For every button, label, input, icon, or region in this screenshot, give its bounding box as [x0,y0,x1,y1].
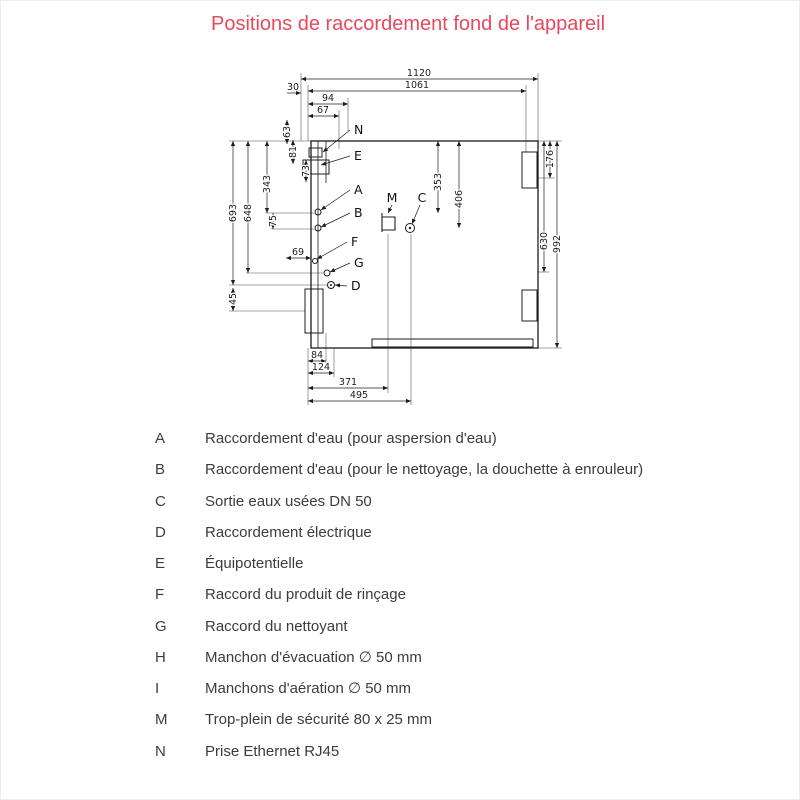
point-g-marker [323,269,331,277]
point-label-b: B [354,205,363,220]
point-a-marker [314,208,322,216]
legend-item-i: I Manchons d'aération ∅ 50 mm [155,679,669,699]
dimension-lines [230,76,560,404]
point-label-c: C [418,190,427,205]
legend-label: Manchons d'aération ∅ 50 mm [205,680,412,697]
dim-label-45: 45 [228,293,239,305]
legend-item-b: B Raccordement d'eau (pour le nettoyage,… [155,460,669,480]
ethernet-port-shape [308,147,323,158]
legend-key: A [155,430,166,447]
legend-key: C [155,492,166,510]
point-label-g: G [354,255,364,270]
technical-drawing-svg: 1120 1061 30 94 67 69 84 124 371 495 63 … [227,67,565,405]
point-label-f: F [351,234,358,249]
legend-key: G [155,617,167,635]
legend-list: A Raccordement d'eau (pour aspersion d'e… [155,429,669,773]
dim-label-81: 81 [288,146,299,158]
legend-item-h: H Manchon d'évacuation ∅ 50 mm [155,648,669,668]
connection-points [312,208,415,289]
legend-item-e: E Équipotentielle [155,554,669,574]
extension-lines [229,73,562,405]
legend-item-f: F Raccord du produit de rinçage [155,585,669,605]
point-c-marker [405,223,415,233]
legend-label: Prise Ethernet RJ45 [205,742,340,760]
dim-label-1061: 1061 [405,80,429,91]
bottom-left-box [304,288,324,334]
legend-label: Sortie eaux usées DN 50 [205,492,372,510]
point-b-marker [314,224,322,232]
dim-label-1120: 1120 [407,68,431,79]
legend-key: F [155,586,165,604]
legend-label: Trop-plein de sécurité 80 x 25 mm [205,711,433,729]
page-title: Positions de raccordement fond de l'appa… [211,13,606,35]
dim-label-648: 648 [243,204,254,222]
legend-label: Raccord du produit de rinçage [205,586,406,604]
point-label-a: A [354,182,363,197]
legend-key: I [155,680,160,697]
legend-item-a: A Raccordement d'eau (pour aspersion d'e… [155,429,669,449]
dim-label-693: 693 [228,204,239,222]
leader-lines [316,129,421,288]
dim-label-63: 63 [282,126,293,138]
dim-label-84: 84 [311,350,323,361]
dim-label-69: 69 [292,247,304,258]
dim-label-630: 630 [539,232,550,250]
bracket-top-right [521,151,538,189]
point-label-n: N [354,122,363,137]
dim-label-176: 176 [545,150,556,168]
legend-item-n: N Prise Ethernet RJ45 [155,742,669,762]
appliance-outline [302,140,539,349]
point-c-dot [408,226,412,230]
legend-key: H [155,648,166,666]
legend-label: Manchon d'évacuation ∅ 50 mm [205,648,422,666]
appliance-body [310,140,539,349]
bracket-bottom-right [521,289,538,322]
dim-label-73: 73 [301,165,312,177]
dim-label-371: 371 [339,377,357,388]
dim-label-94: 94 [322,93,334,104]
legend-label: Raccord du nettoyant [205,617,348,635]
legend-item-g: G Raccord du nettoyant [155,617,669,637]
legend-key: M [155,711,168,729]
point-label-e: E [354,148,362,163]
point-d-marker [327,281,335,289]
legend-item-m: M Trop-plein de sécurité 80 x 25 mm [155,710,669,730]
dimension-labels: 1120 1061 30 94 67 69 84 124 371 495 63 … [227,67,565,403]
dim-label-495: 495 [350,390,368,401]
point-f-marker [312,258,318,264]
legend-label: Raccordement d'eau (pour aspersion d'eau… [205,430,497,447]
legend-label: Raccordement d'eau (pour le nettoyage, l… [205,461,644,479]
point-labels: N E A B F G D M C [351,122,427,293]
legend-item-c: C Sortie eaux usées DN 50 [155,492,669,512]
dim-label-75: 75 [268,215,279,227]
dim-label-30: 30 [287,82,299,93]
legend-key: D [155,523,166,541]
legend-label: Raccordement électrique [205,523,372,541]
dim-label-343: 343 [262,175,273,193]
equipotential-panel-shape [302,159,330,175]
dim-label-406: 406 [454,190,465,208]
point-d-dot [330,284,332,286]
dim-label-67: 67 [317,105,329,116]
legend-item-d: D Raccordement électrique [155,523,669,543]
dim-label-353: 353 [433,173,444,191]
legend-key: B [155,461,166,479]
overflow-bracket [381,213,396,232]
dim-label-992: 992 [552,235,563,253]
legend-key: E [155,555,166,572]
point-label-d: D [351,278,361,293]
legend-key: N [155,742,166,760]
point-label-m: M [387,190,398,205]
bottom-rail [371,338,534,348]
legend-label: Équipotentielle [205,555,304,572]
dim-label-124: 124 [312,362,330,373]
